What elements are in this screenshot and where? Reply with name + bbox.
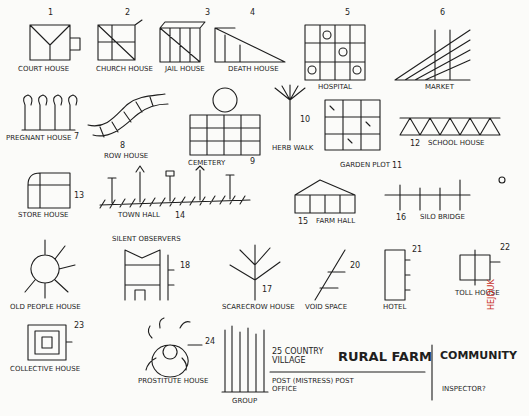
callout-number: 18 [180, 262, 190, 271]
callout-number: 4 [250, 9, 255, 18]
court-house-sketch [30, 25, 80, 60]
part-name: SILENT OBSERVERS [112, 236, 181, 244]
pregnant-house-sketch [22, 95, 77, 130]
hospital-sketch [308, 66, 316, 74]
row-house-sketch [88, 94, 168, 137]
collective-house-sketch [28, 325, 72, 360]
part-name: COURT HOUSE [18, 66, 69, 74]
part-name: GARDEN PLOT [340, 162, 390, 170]
market-sketch [395, 30, 470, 80]
part-name: ROW HOUSE [104, 153, 148, 161]
part-name: PREGNANT HOUSE [6, 135, 71, 143]
school-house-sketch [400, 118, 500, 135]
callout-number: 24 [205, 338, 215, 347]
callout-number: 15 [298, 218, 308, 227]
callout-number: 16 [396, 214, 406, 223]
callout-number: 17 [262, 286, 272, 295]
callout-number: 6 [440, 9, 445, 18]
void-space-sketch [315, 250, 345, 300]
prostitute-house-sketch [146, 318, 202, 377]
callout-number: 11 [392, 162, 402, 171]
note-text: POST (MISTRESS) POST OFFICE [272, 378, 362, 393]
callout-number: 10 [300, 116, 310, 125]
part-name: SCHOOL HOUSE [428, 140, 485, 148]
part-name: MARKET [425, 84, 454, 92]
part-name: HOTEL [383, 304, 406, 312]
note-text: INSPECTOR? [442, 386, 486, 394]
callout-number: 2 [125, 9, 130, 18]
hospital-sketch [339, 48, 347, 56]
sheet-title: COMMUNITY [440, 350, 517, 362]
callout-number: 14 [175, 212, 185, 221]
sheet-title: RURAL FARM [338, 350, 432, 364]
scarecrow-house-sketch [230, 245, 280, 300]
part-name: CEMETERY [188, 160, 225, 168]
part-name: HOSPITAL [318, 84, 352, 92]
callout-number: 12 [410, 140, 420, 149]
callout-number: 3 [205, 9, 210, 18]
part-name: CHURCH HOUSE [96, 66, 153, 74]
dot-mark [499, 177, 505, 183]
part-name: JAIL HOUSE [165, 66, 205, 74]
part-name: TOWN HALL [118, 212, 160, 220]
callout-number: 22 [500, 244, 510, 253]
hotel-sketch [385, 250, 410, 300]
death-house-sketch [215, 28, 285, 62]
part-name: SCARECROW HOUSE [222, 304, 295, 312]
store-house-sketch [28, 173, 70, 208]
callout-number: 7 [74, 133, 79, 142]
hospital-sketch [353, 66, 361, 74]
part-name: SILO BRIDGE [420, 214, 465, 222]
town-hall-sketch [100, 166, 250, 208]
cemetery-sketch [190, 115, 260, 155]
hospital-sketch [323, 31, 331, 39]
callout-number: 21 [412, 246, 422, 255]
old-people-house-sketch [25, 240, 75, 298]
silent-observers-sketch [125, 250, 174, 300]
group-sketch [222, 326, 268, 392]
callout-number: 13 [74, 192, 84, 201]
church-house-sketch [98, 20, 142, 60]
callout-number: 1 [48, 9, 53, 18]
part-name: STORE HOUSE [18, 212, 69, 220]
part-name: OLD PEOPLE HOUSE [10, 304, 81, 312]
callout-number: 9 [250, 158, 255, 167]
part-name: HERB WALK [272, 145, 313, 153]
part-name: DEATH HOUSE [228, 66, 279, 74]
hospital-sketch [305, 25, 365, 80]
part-name: PROSTITUTE HOUSE [138, 378, 208, 386]
farm-hall-sketch [295, 180, 355, 213]
note-text: 25 COUNTRY VILLAGE [272, 348, 334, 366]
garden-plot-sketch [325, 100, 380, 150]
title-divider [270, 345, 432, 400]
jail-house-sketch [160, 22, 205, 62]
part-name: VOID SPACE [305, 304, 347, 312]
part-name: GROUP [232, 398, 257, 406]
callout-number: 23 [74, 322, 84, 331]
silo-bridge-sketch [385, 180, 470, 210]
signature: HEJDUK [488, 279, 497, 310]
part-name: COLLECTIVE HOUSE [10, 366, 80, 374]
callout-number: 5 [345, 9, 350, 18]
callout-number: 20 [350, 262, 360, 271]
herb-walk-sketch [275, 85, 305, 140]
callout-number: 8 [120, 142, 125, 151]
part-name: FARM HALL [316, 218, 355, 226]
cemetery-sketch [213, 88, 237, 112]
